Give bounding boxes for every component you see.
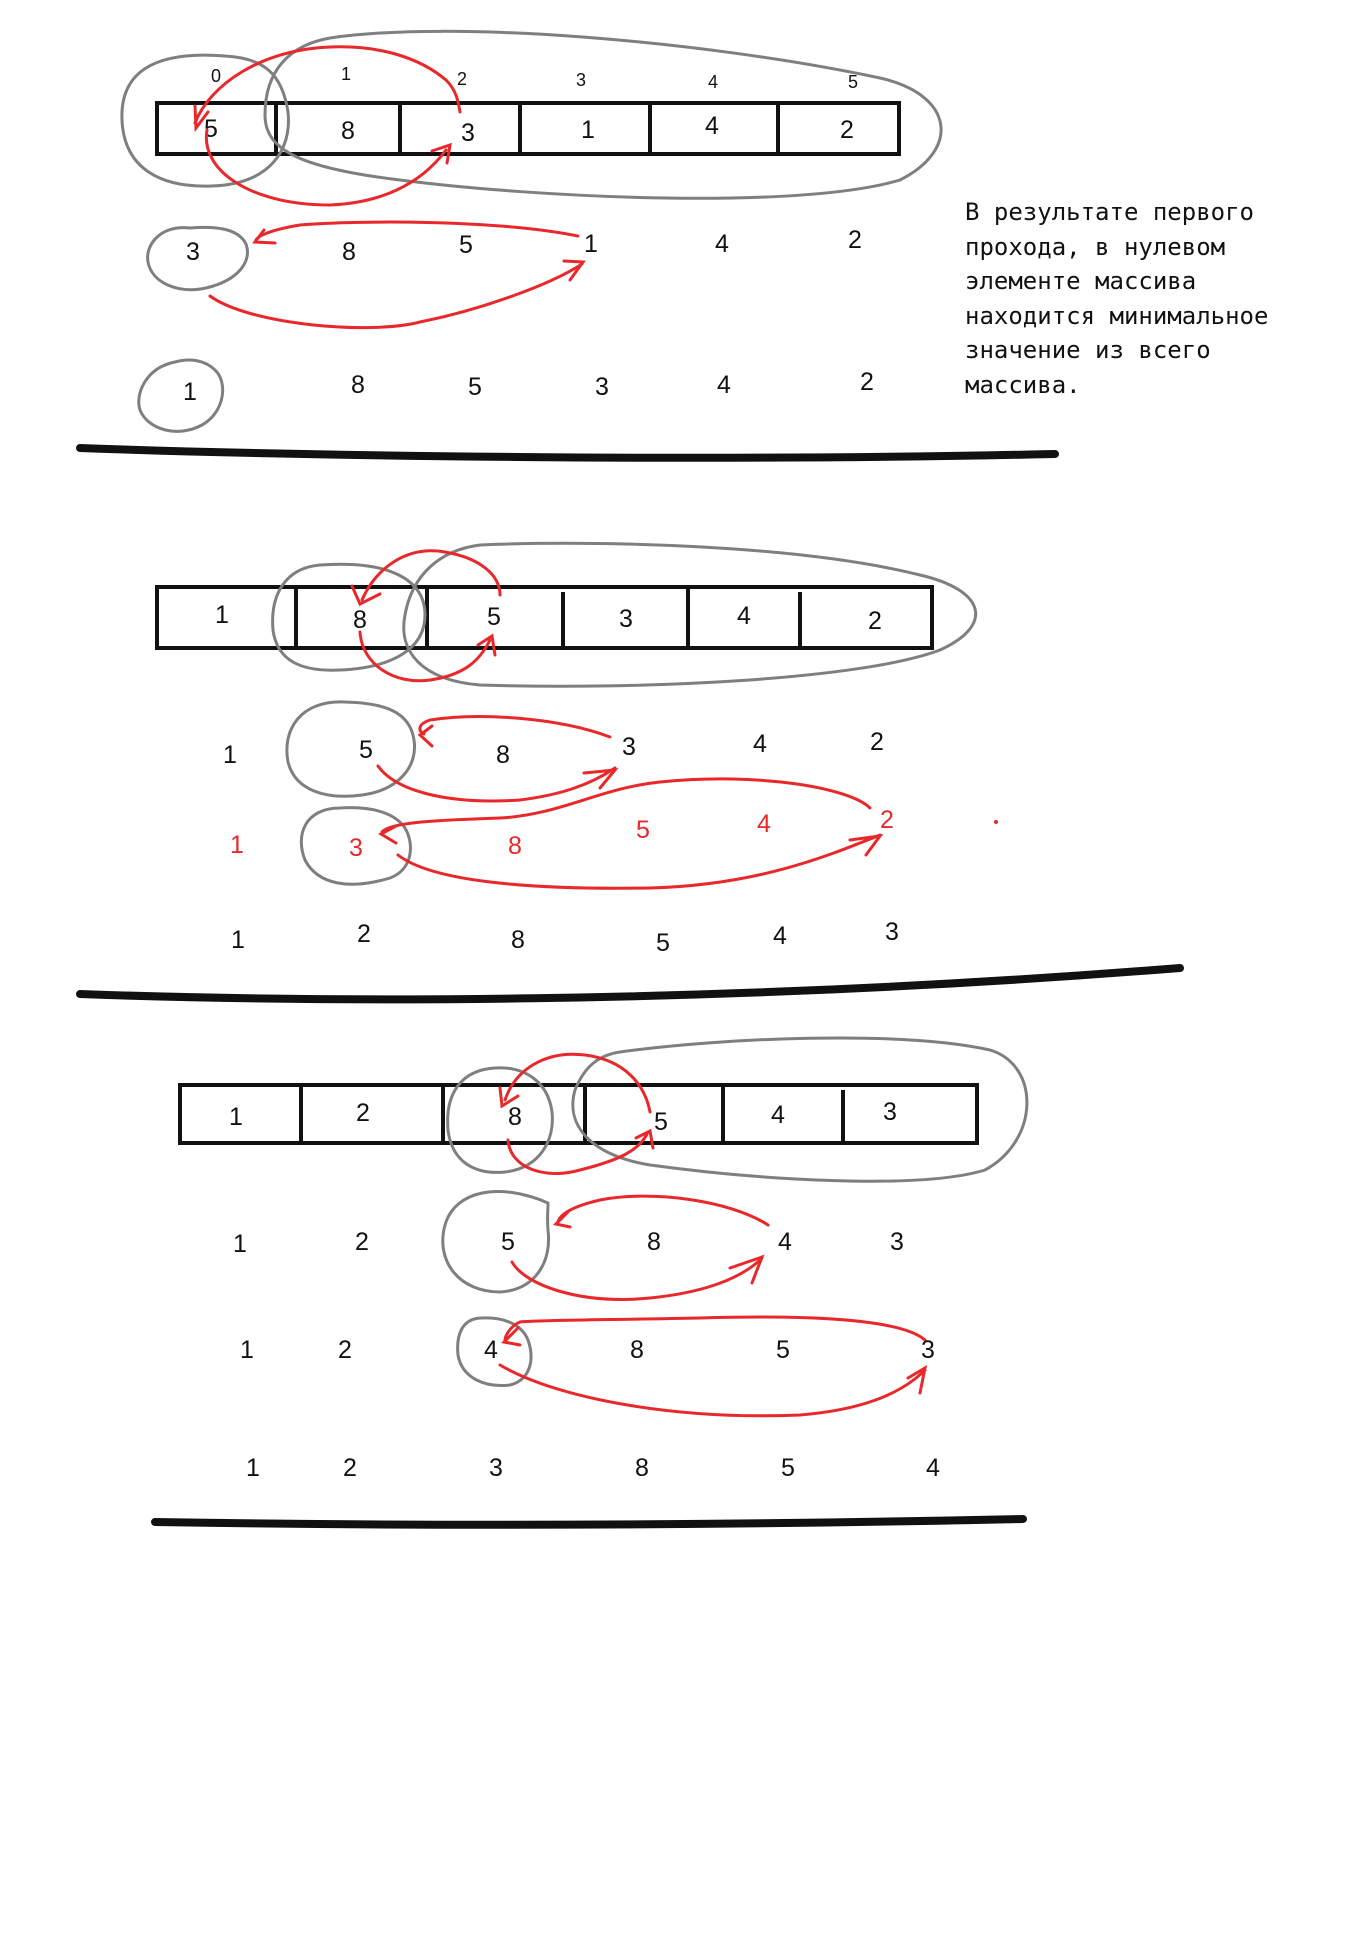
array-cell: 4 [737, 602, 751, 630]
array-cell: 1 [229, 1103, 243, 1131]
array-cell: 3 [461, 119, 475, 147]
row-value: 5 [636, 816, 650, 844]
gray-circle [456, 1316, 533, 1388]
swap-arrows [193, 45, 586, 330]
gray-ellipse [402, 541, 978, 688]
array-box [178, 1083, 979, 1145]
row-value: 3 [890, 1228, 904, 1256]
red-dot [994, 820, 998, 824]
row-value: 4 [484, 1336, 498, 1364]
row-value: 1 [183, 378, 197, 406]
row-value: 1 [233, 1230, 247, 1258]
row-value: 8 [511, 926, 525, 954]
swap-arrows [350, 549, 884, 890]
row-value: 2 [860, 368, 874, 396]
index-label: 2 [457, 69, 467, 89]
row-value: 2 [355, 1228, 369, 1256]
row-value: 4 [717, 371, 731, 399]
separator-line [76, 964, 1184, 1004]
row-value: 1 [230, 831, 244, 859]
pass-3: 1 2 8 5 4 3 1 2 5 8 4 3 1 2 [151, 1036, 1029, 1529]
row-value: 3 [489, 1454, 503, 1482]
row-value: 4 [757, 810, 771, 838]
array-cell: 1 [581, 116, 595, 144]
row-value: 5 [776, 1336, 790, 1364]
row-value: 4 [773, 922, 787, 950]
row-value: 8 [496, 741, 510, 769]
gray-circle [446, 1066, 554, 1174]
gray-circle [285, 700, 417, 798]
array-cell: 4 [705, 112, 719, 140]
array-cell: 8 [341, 117, 355, 145]
array-cell: 3 [619, 605, 633, 633]
row-value: 3 [186, 238, 200, 266]
separator-line [76, 444, 1059, 462]
row-value: 4 [753, 730, 767, 758]
row-value: 1 [246, 1454, 260, 1482]
array-box [155, 585, 934, 650]
index-label: 5 [848, 72, 858, 92]
array-cell: 8 [353, 606, 367, 634]
gray-circle [146, 225, 249, 292]
gray-ellipse [571, 1036, 1029, 1183]
row-value: 8 [351, 371, 365, 399]
array-cell: 1 [215, 601, 229, 629]
row-value: 2 [338, 1336, 352, 1364]
row-value: 5 [468, 373, 482, 401]
red-row: 1 3 8 5 4 2 [230, 806, 894, 862]
array-cell: 8 [508, 1103, 522, 1131]
row-value: 4 [778, 1228, 792, 1256]
array-cell: 2 [840, 116, 854, 144]
row-value: 5 [459, 231, 473, 259]
row-value: 2 [343, 1454, 357, 1482]
row-value: 8 [635, 1454, 649, 1482]
index-label: 3 [576, 70, 586, 90]
array-cell: 3 [883, 1098, 897, 1126]
row-value: 1 [240, 1336, 254, 1364]
row-value: 3 [921, 1336, 935, 1364]
index-label: 1 [341, 64, 351, 84]
swap-arrows [498, 1052, 928, 1418]
row-value: 8 [508, 832, 522, 860]
row-value: 2 [848, 226, 862, 254]
array-cell: 5 [654, 1108, 668, 1136]
row-value: 8 [342, 238, 356, 266]
row-value: 5 [359, 736, 373, 764]
gray-ellipse [263, 29, 943, 200]
row-value: 5 [656, 929, 670, 957]
array-box [155, 101, 901, 156]
gray-circle [120, 53, 290, 188]
row-value: 3 [349, 834, 363, 862]
row-value: 2 [357, 920, 371, 948]
row-value: 8 [630, 1336, 644, 1364]
pass-2: 1 8 5 3 4 2 1 5 8 3 4 2 1 [76, 541, 1184, 1004]
index-label: 4 [708, 72, 718, 92]
row-value: 3 [885, 918, 899, 946]
row-value: 2 [880, 806, 894, 834]
row-value: 2 [870, 728, 884, 756]
row-value: 4 [926, 1454, 940, 1482]
separator-line [151, 1515, 1027, 1529]
array-cell: 5 [487, 603, 501, 631]
pass-1: 0 1 2 3 4 5 5 8 3 1 4 2 [76, 29, 1059, 462]
row-value: 3 [595, 373, 609, 401]
array-cell: 2 [868, 607, 882, 635]
row-value: 1 [584, 230, 598, 258]
row-value: 8 [647, 1228, 661, 1256]
row-value: 3 [622, 733, 636, 761]
array-cell: 2 [356, 1099, 370, 1127]
gray-circle [271, 562, 427, 672]
gray-circle [441, 1190, 551, 1294]
array-cell: 4 [771, 1101, 785, 1129]
row-value: 4 [715, 230, 729, 258]
explanation-note: В результате первого прохода, в нулевом … [965, 198, 1269, 399]
row-value: 5 [501, 1228, 515, 1256]
row-value: 5 [781, 1454, 795, 1482]
gray-circle [299, 806, 412, 886]
row-value: 1 [231, 926, 245, 954]
row-value: 1 [223, 741, 237, 769]
gray-circle [137, 358, 225, 433]
index-label: 0 [211, 66, 221, 86]
